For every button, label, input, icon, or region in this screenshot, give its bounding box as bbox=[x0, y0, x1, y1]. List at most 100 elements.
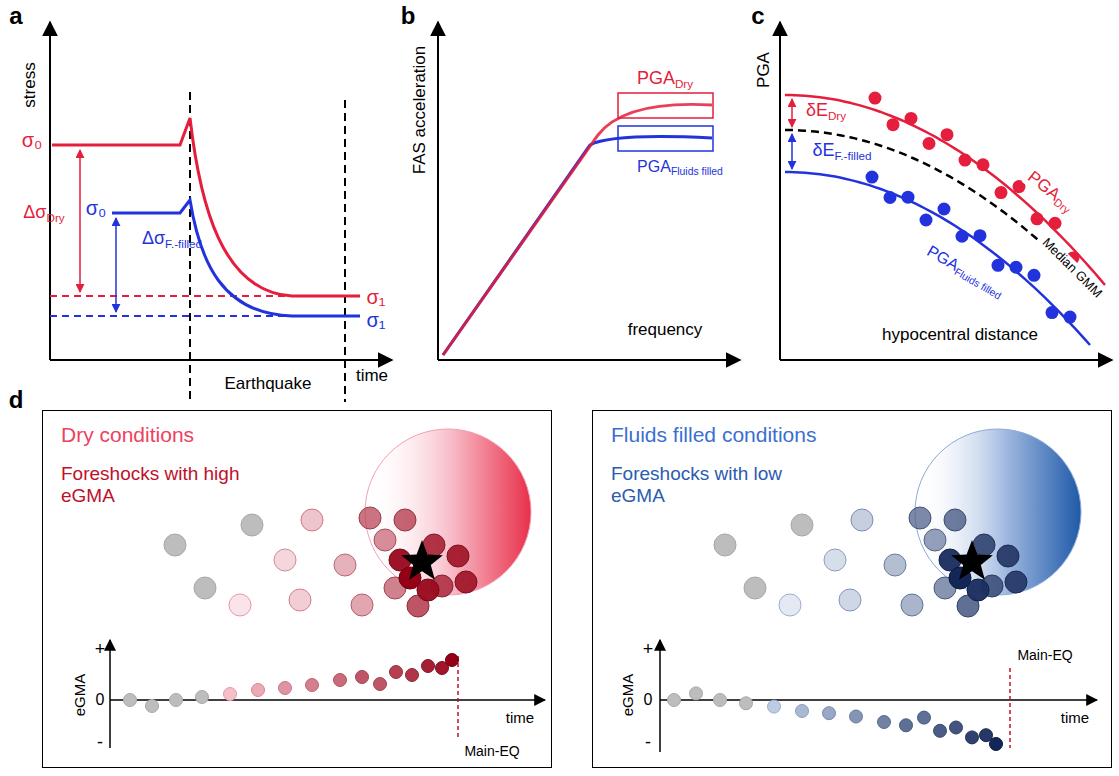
axis-label: - bbox=[97, 732, 103, 752]
label: FAS acceleration bbox=[411, 46, 430, 175]
foreshock-dot bbox=[884, 554, 906, 576]
axis-label: Δσ bbox=[23, 202, 46, 222]
fluid-point bbox=[1010, 261, 1023, 274]
label: PGAFluids filled bbox=[921, 241, 1009, 303]
label: + bbox=[643, 640, 654, 660]
foreshock-dot bbox=[455, 571, 477, 593]
axis-label: + bbox=[95, 639, 106, 659]
axis-label: Main-EQ bbox=[464, 743, 519, 759]
subscript: F.-filled bbox=[835, 149, 872, 162]
foreshock-dot bbox=[909, 507, 931, 529]
foreshock-dot bbox=[824, 549, 846, 571]
label: 0 bbox=[96, 691, 105, 709]
panel-note: Foreshocks with high eGMA bbox=[61, 463, 251, 507]
dry-point bbox=[869, 92, 882, 105]
label: Main-EQ bbox=[1017, 648, 1072, 663]
condition-panel: Dry conditionsForeshocks with high eGMA bbox=[42, 410, 552, 768]
subscript: F.-filled bbox=[165, 237, 202, 250]
dry-point bbox=[887, 118, 900, 131]
axis-label: - bbox=[645, 732, 651, 752]
egma-dot bbox=[878, 716, 891, 729]
egma-dot bbox=[900, 719, 913, 732]
label: hypocentral distance bbox=[882, 326, 1038, 345]
axis-label: PGA bbox=[637, 68, 675, 88]
label: d bbox=[9, 387, 24, 413]
label: frequency bbox=[628, 321, 703, 340]
label: σ₀ bbox=[86, 197, 107, 219]
egma-dot bbox=[714, 694, 727, 707]
axis-label: stress bbox=[20, 62, 39, 107]
fluid-point bbox=[884, 191, 897, 204]
label: ΔσF.-filled bbox=[142, 229, 202, 250]
dry-point bbox=[977, 158, 990, 171]
foreshock-dot bbox=[791, 514, 813, 536]
axis-label: frequency bbox=[628, 320, 703, 339]
fluid-point bbox=[956, 230, 969, 243]
foreshock-dot bbox=[839, 589, 861, 611]
panel-letter: d bbox=[9, 386, 24, 413]
mainshock-star bbox=[401, 540, 443, 580]
egma-dot bbox=[950, 721, 963, 734]
foreshock-dot bbox=[241, 514, 263, 536]
label: PGA bbox=[755, 52, 774, 88]
label: Median GMM bbox=[1038, 234, 1106, 302]
fluid-point bbox=[974, 229, 987, 242]
axis-label: Main-EQ bbox=[1017, 647, 1072, 663]
egma-dot bbox=[406, 669, 419, 682]
foreshock-dot bbox=[851, 509, 873, 531]
egma-dot bbox=[390, 666, 403, 679]
fluid-point bbox=[1046, 306, 1059, 319]
label: eGMA bbox=[72, 674, 89, 717]
axis-label: time bbox=[506, 709, 534, 726]
foreshock-dot bbox=[779, 594, 801, 616]
panel-letter: c bbox=[751, 2, 764, 29]
dry-point bbox=[1049, 217, 1062, 230]
egma-dot bbox=[252, 684, 265, 697]
label: δEDry bbox=[806, 101, 846, 122]
subscript: Dry bbox=[828, 109, 846, 122]
axis-label: PGA bbox=[754, 52, 773, 88]
egma-dot bbox=[690, 687, 703, 700]
axis-label: σ₁ bbox=[366, 286, 385, 308]
foreshock-dot bbox=[274, 549, 296, 571]
label: PGADry bbox=[637, 69, 693, 90]
foreshock-dot bbox=[374, 529, 396, 551]
egma-dot bbox=[668, 694, 681, 707]
egma-dot bbox=[422, 660, 435, 673]
axis-label: 0 bbox=[96, 691, 105, 708]
egma-dot bbox=[446, 654, 459, 667]
egma-dot bbox=[934, 724, 947, 737]
egma-dot bbox=[966, 731, 979, 744]
foreshock-dot bbox=[417, 579, 439, 601]
label: a bbox=[9, 3, 22, 29]
label: + bbox=[95, 640, 106, 660]
axis-label: δE bbox=[812, 140, 834, 160]
mainshock-star bbox=[951, 540, 993, 580]
egma-dot bbox=[356, 671, 369, 684]
axis-label: Earthquake bbox=[225, 374, 312, 393]
label: eGMA bbox=[620, 674, 637, 717]
label: stress bbox=[21, 62, 40, 107]
label: ΔσDry bbox=[23, 203, 64, 224]
egma-dot bbox=[170, 694, 183, 707]
egma-dot bbox=[124, 694, 137, 707]
fluid-point bbox=[920, 213, 933, 226]
egma-dot bbox=[279, 682, 292, 695]
label: c bbox=[751, 3, 764, 29]
foreshock-dot bbox=[744, 577, 766, 599]
axis-label: Median GMM bbox=[1040, 235, 1106, 301]
label: - bbox=[97, 733, 103, 753]
foreshock-dot bbox=[901, 594, 923, 616]
egma-dot bbox=[768, 700, 781, 713]
axis-label: δE bbox=[806, 100, 828, 120]
label: - bbox=[645, 733, 651, 753]
axis-label: eGMA bbox=[619, 674, 636, 717]
panel-heading: Dry conditions bbox=[61, 423, 194, 447]
label: Main-EQ bbox=[464, 744, 519, 759]
foreshock-dot bbox=[229, 594, 251, 616]
label: b bbox=[401, 3, 416, 29]
condition-panel: Fluids filled conditionsForeshocks with … bbox=[592, 410, 1112, 768]
axis-label: σ₀ bbox=[22, 129, 43, 151]
median-gmm-curve bbox=[785, 130, 1095, 295]
